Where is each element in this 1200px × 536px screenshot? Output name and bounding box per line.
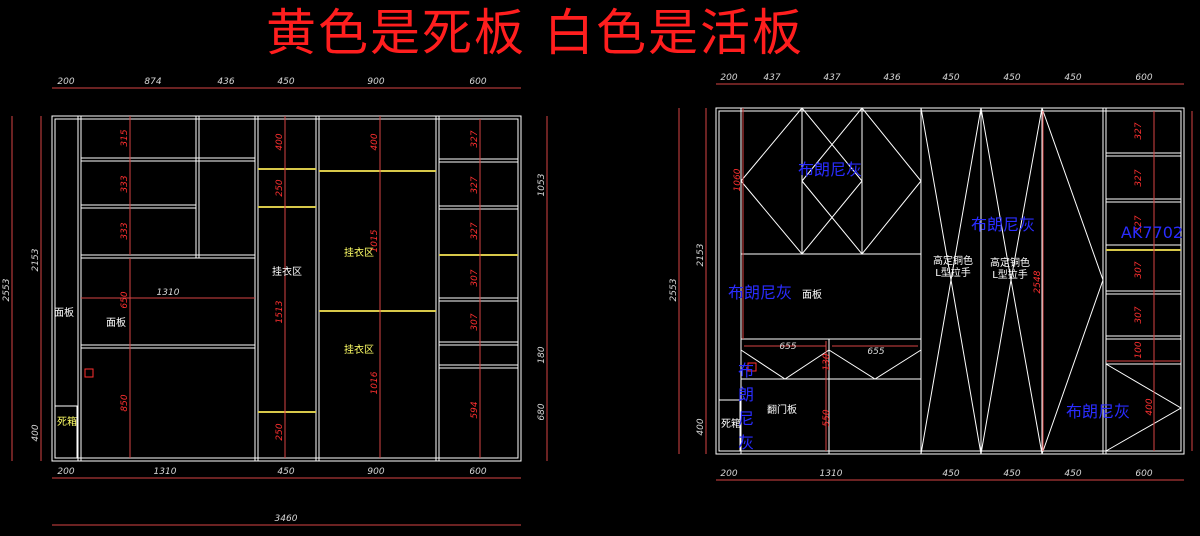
height-label: 2553 [2, 278, 12, 301]
panel-label: 面板 [106, 316, 126, 329]
height-label: 327 [470, 130, 480, 147]
height-label: 650 [120, 291, 130, 308]
height-label: 400 [1145, 398, 1155, 415]
handle-label: 高定铜色 [990, 256, 1030, 269]
dimension-label: 874 [144, 77, 161, 87]
dimension-label: 450 [942, 469, 959, 479]
dimension-label: 450 [942, 73, 959, 83]
vertical-color-label: 朗 [738, 385, 754, 404]
height-label: 100 [1134, 341, 1144, 358]
height-label: 400 [696, 418, 706, 435]
right-elevation [715, 107, 1185, 455]
dimension-label: 200 [57, 77, 74, 87]
dead-drawer-label: 死箱 [57, 415, 77, 428]
height-label: 400 [31, 424, 41, 441]
dimension-label: 450 [1003, 469, 1020, 479]
dimension-label: 436 [883, 73, 900, 83]
height-label: 180 [537, 346, 547, 363]
dimension-label: 600 [469, 467, 486, 477]
height-label: 1053 [537, 173, 547, 196]
height-label: 327 [470, 222, 480, 239]
height-label: 307 [470, 313, 480, 330]
dimension-label: 900 [367, 77, 384, 87]
height-label: 1513 [275, 300, 285, 323]
handle-label: L型拉手 [992, 268, 1028, 281]
color-label: 布朗尼灰 [1066, 402, 1130, 421]
height-label: 1060 [733, 168, 743, 191]
dimension-label: 600 [1135, 469, 1152, 479]
height-label: 400 [370, 133, 380, 150]
color-label: 布朗尼灰 [971, 215, 1035, 234]
vertical-color-label: 尼 [738, 409, 754, 428]
height-label: 400 [275, 133, 285, 150]
height-label: 2553 [669, 278, 679, 301]
height-label: 2548 [1033, 270, 1043, 293]
dimension-label: 600 [469, 77, 486, 87]
dimension-label: 200 [720, 73, 737, 83]
dimension-label: 450 [277, 77, 294, 87]
dimension-label: 900 [367, 467, 384, 477]
dimension-label: 436 [217, 77, 234, 87]
height-label: 315 [120, 129, 130, 146]
height-label: 333 [120, 222, 130, 239]
height-label: 2153 [31, 248, 41, 271]
left-elevation [51, 115, 522, 462]
hanging-area-label: 挂衣区 [272, 265, 302, 278]
color-label: 布朗尼灰 [798, 160, 862, 179]
left-inner-frame [54, 118, 519, 459]
height-label: 250 [275, 423, 285, 440]
dead-drawer-label: 死箱 [721, 417, 741, 430]
dimension-label: 200 [720, 469, 737, 479]
page-title: 黄色是死板 白色是活板 [266, 4, 804, 62]
height-label: 550 [822, 409, 832, 426]
width-label: 655 [867, 347, 884, 357]
left-outer-frame [51, 115, 522, 462]
height-label: 1015 [370, 229, 380, 252]
height-label: 2153 [696, 243, 706, 266]
dimension-label: 1310 [820, 469, 843, 479]
hinge-door-label: 翻门板 [767, 403, 797, 416]
height-label: 307 [470, 269, 480, 286]
height-label: 327 [1134, 215, 1144, 232]
dimension-label: 1310 [154, 467, 177, 477]
width-label: 1310 [157, 288, 180, 298]
height-label: 130 [822, 353, 832, 370]
height-label: 680 [537, 403, 547, 420]
height-label: 850 [120, 394, 130, 411]
height-label: 250 [275, 179, 285, 196]
dimension-label: 600 [1135, 73, 1152, 83]
color-label: 布朗尼灰 [728, 283, 792, 302]
height-label: 307 [1134, 261, 1144, 278]
height-label: 327 [470, 176, 480, 193]
dimension-label: 450 [1064, 73, 1081, 83]
vertical-color-label: 布 [738, 361, 754, 380]
color-code-label: AK7702 [1121, 223, 1183, 242]
height-label: 327 [1134, 169, 1144, 186]
dimension-label: 437 [823, 73, 840, 83]
height-label: 327 [1134, 122, 1144, 139]
dimension-label: 450 [1064, 469, 1081, 479]
height-label: 333 [120, 175, 130, 192]
panel-label: 面板 [802, 288, 822, 301]
handle-label: 高定铜色 [933, 254, 973, 267]
vertical-color-label: 灰 [738, 433, 754, 452]
dimension-label: 450 [1003, 73, 1020, 83]
hanging-area-label: 挂衣区 [344, 246, 374, 259]
dimension-label: 437 [763, 73, 780, 83]
total-width-label: 3460 [275, 514, 298, 524]
dimension-label: 200 [57, 467, 74, 477]
hanging-area-label: 挂衣区 [344, 343, 374, 356]
width-label: 655 [779, 342, 796, 352]
panel-label: 面板 [54, 306, 74, 319]
height-label: 594 [470, 401, 480, 418]
handle-label: L型拉手 [935, 266, 971, 279]
height-label: 1016 [370, 371, 380, 394]
dimension-label: 450 [277, 467, 294, 477]
height-label: 307 [1134, 306, 1144, 323]
